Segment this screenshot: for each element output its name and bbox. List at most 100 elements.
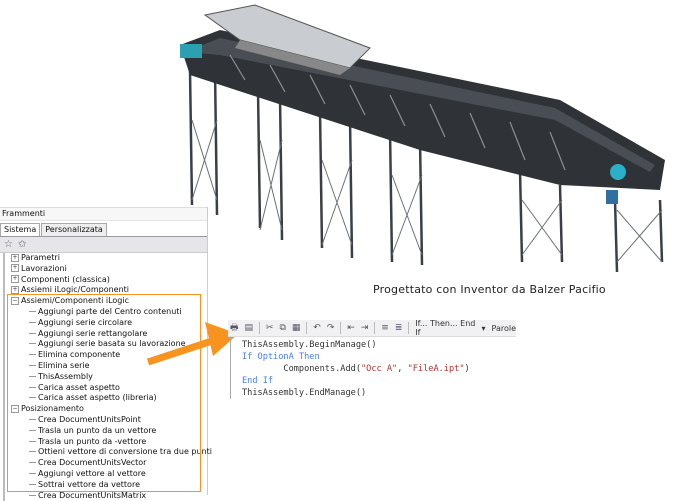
code-line: Components.Add("Occ A", "FileA.ipt") [242, 363, 516, 375]
tree-item-label: Trasla un punto da un vettore [38, 425, 157, 435]
if-then-button[interactable]: If... Then... End If [415, 319, 476, 337]
tree-item[interactable]: +Lavorazioni [11, 264, 207, 275]
comment-icon[interactable]: ≡ [381, 323, 389, 333]
tree-item-label: Assiemi/Componenti iLogic [21, 296, 130, 306]
conveyor-bracing [191, 119, 663, 263]
expand-icon[interactable]: + [11, 253, 19, 262]
tab-personalizzata[interactable]: Personalizzata [41, 223, 107, 236]
tab-sistema[interactable]: Sistema [0, 223, 41, 236]
tree-item-label: Elimina serie [38, 360, 90, 370]
tree-item[interactable]: Elimina serie [11, 361, 207, 372]
panel-tabs: Sistema Personalizzata [0, 223, 207, 237]
tree-item-label: Posizionamento [21, 404, 84, 414]
tree-item-label: Crea DocumentUnitsVector [38, 458, 147, 468]
tree-item-label: Carica asset aspetto (libreria) [38, 393, 157, 403]
snippet-tree: +Parametri+Lavorazioni+Componenti (class… [3, 253, 212, 501]
hopper [203, 4, 371, 69]
keywords-dropdown[interactable]: Parole [491, 323, 517, 333]
tree-item-label: Aggiungi serie rettangolare [38, 328, 148, 338]
tree-item[interactable]: +Parametri [11, 253, 207, 264]
tree-item-label: Ottieni vettore di conversione tra due p… [38, 447, 212, 457]
tree-item[interactable]: Sottrai vettore da vettore [11, 480, 207, 491]
tree-item[interactable]: Aggiungi parte del Centro contenuti [11, 307, 207, 318]
tree-item[interactable]: Aggiungi serie circolare [11, 318, 207, 329]
variable: OptionA [252, 352, 299, 362]
code-text: ) [464, 364, 470, 374]
print-icon[interactable]: 🖶 [230, 323, 239, 333]
tree-item[interactable]: Crea DocumentUnitsVector [11, 458, 207, 469]
tree-item-label: Aggiungi serie basata su lavorazione [38, 339, 186, 349]
panel-toolbar: ☆ ✩ [0, 237, 207, 253]
code-area[interactable]: ThisAssembly.BeginManage() If OptionA Th… [230, 337, 516, 399]
tree-item-label: Parametri [21, 253, 60, 262]
expand-icon[interactable]: + [11, 275, 19, 284]
code-editor[interactable]: 🖶 ▤ ✂ ⧉ ▦ ↶ ↷ ⇤ ⇥ ≡ ≣ If... Then... End … [228, 319, 517, 400]
tree-item[interactable]: Carica asset aspetto [11, 383, 207, 394]
tree-item-label: Crea DocumentUnitsMatrix [38, 490, 147, 500]
panel-title: Frammenti [0, 207, 207, 221]
tree-item-label: Assiemi iLogic/Componenti [21, 285, 130, 295]
tree-item[interactable]: ThisAssembly [11, 372, 207, 383]
tree-item[interactable]: Trasla un punto da un vettore [11, 426, 207, 437]
tree-item-label: ThisAssembly [38, 371, 93, 381]
tail-pulley-guard [180, 44, 202, 58]
tree-item-label: Crea DocumentUnitsPoint [38, 414, 141, 424]
tree-item-label: Aggiungi vettore al vettore [38, 468, 146, 478]
tree-item-label: Lavorazioni [21, 263, 67, 273]
tree-item-label: Componenti (classica) [21, 274, 110, 284]
code-text: , [397, 364, 408, 374]
book-icon[interactable]: ▤ [244, 323, 254, 333]
string-literal: "Occ A" [361, 364, 398, 374]
render-caption: Progettato con Inventor da Balzer Pacifi… [373, 283, 606, 296]
tree-item[interactable]: −Assiemi/Componenti iLogic [11, 296, 207, 307]
tree-item[interactable]: Trasla un punto da -vettore [11, 437, 207, 448]
tree-item[interactable]: Aggiungi serie basata su lavorazione [11, 339, 207, 350]
keyword: If [242, 352, 253, 362]
conveyor-legs [188, 69, 664, 273]
tree-item-label: Carica asset aspetto [38, 382, 120, 392]
code-text: Components.Add( [242, 364, 361, 374]
editor-toolbar: 🖶 ▤ ✂ ⧉ ▦ ↶ ↷ ⇤ ⇥ ≡ ≣ If... Then... End … [228, 319, 517, 337]
code-line: ThisAssembly.BeginManage() [242, 340, 377, 350]
tree-item[interactable]: Elimina componente [11, 350, 207, 361]
star-icon[interactable]: ☆ [4, 239, 13, 250]
outdent-icon[interactable]: ⇥ [360, 323, 369, 333]
expand-icon[interactable]: + [11, 264, 19, 273]
code-line: End If [242, 376, 274, 386]
tree-item-label: Elimina componente [38, 350, 121, 360]
copy-icon[interactable]: ⧉ [279, 323, 286, 333]
arrow-head-icon [205, 322, 238, 356]
collapse-icon[interactable]: − [11, 404, 19, 413]
drive-motor [610, 164, 626, 180]
code-line: ThisAssembly.EndManage() [242, 388, 367, 398]
snippets-panel: Frammenti Sistema Personalizzata ☆ ✩ +Pa… [0, 207, 212, 501]
redo-icon[interactable]: ↷ [326, 323, 335, 333]
code-line: If OptionA Then [242, 351, 516, 363]
tree-item[interactable]: +Componenti (classica) [11, 275, 207, 286]
tree-item-label: Sottrai vettore da vettore [38, 479, 140, 489]
tree-item[interactable]: Aggiungi vettore al vettore [11, 469, 207, 480]
tree-item-label: Aggiungi parte del Centro contenuti [38, 306, 182, 316]
string-literal: "FileA.ipt" [407, 364, 465, 374]
tree-item[interactable]: Carica asset aspetto (libreria) [11, 393, 207, 404]
tree-item-label: Aggiungi serie circolare [38, 317, 133, 327]
undo-icon[interactable]: ↶ [313, 323, 321, 333]
uncomment-icon[interactable]: ≣ [394, 323, 403, 333]
tree-item[interactable]: Crea DocumentUnitsPoint [11, 415, 207, 426]
collapse-icon[interactable]: − [11, 296, 19, 305]
expand-icon[interactable]: + [11, 285, 19, 294]
indent-icon[interactable]: ⇤ [347, 323, 355, 333]
tree-item-label: Trasla un punto da -vettore [38, 436, 147, 446]
tree-item[interactable]: Ottieni vettore di conversione tra due p… [11, 447, 212, 458]
star-edit-icon[interactable]: ✩ [17, 239, 27, 250]
chevron-down-icon[interactable]: ▾ [481, 323, 486, 333]
tree-item[interactable]: +Assiemi iLogic/Componenti [11, 285, 207, 296]
tree-item[interactable]: Crea DocumentUnitsMatrix [11, 491, 207, 501]
tree-item[interactable]: −Posizionamento [11, 404, 207, 415]
highlight-box [7, 294, 201, 492]
cut-icon[interactable]: ✂ [265, 323, 274, 333]
paste-icon[interactable]: ▦ [291, 323, 301, 333]
tree-item[interactable]: Aggiungi serie rettangolare [11, 329, 207, 340]
